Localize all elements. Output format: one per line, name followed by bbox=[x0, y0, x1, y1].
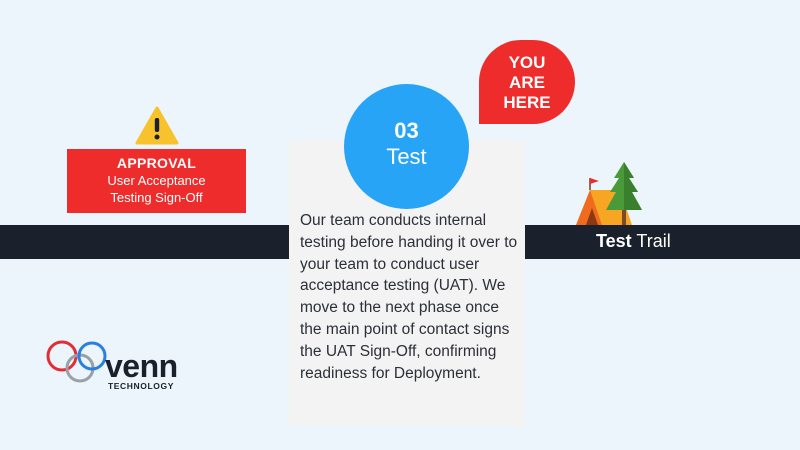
approval-box: APPROVAL User Acceptance Testing Sign-Of… bbox=[67, 149, 246, 213]
step-description: Our team conducts internal testing befor… bbox=[300, 212, 518, 382]
step-label: Test bbox=[386, 144, 427, 169]
trail-label: Test Trail bbox=[596, 229, 671, 253]
you-are-here-bubble: YOU ARE HERE bbox=[479, 40, 575, 124]
step-number: 03 bbox=[394, 118, 419, 143]
logo-word: venn bbox=[105, 348, 178, 384]
tent-tree-icon bbox=[576, 162, 642, 225]
here-line-3: HERE bbox=[503, 93, 551, 112]
step-circle: 03 Test bbox=[344, 84, 469, 209]
logo-subtitle: TECHNOLOGY bbox=[108, 381, 174, 391]
trail-label-normal: Trail bbox=[636, 231, 671, 251]
here-line-1: YOU bbox=[508, 53, 546, 72]
approval-line-1: User Acceptance bbox=[107, 173, 206, 188]
warning-icon bbox=[135, 106, 179, 145]
venn-rings-icon bbox=[46, 340, 107, 383]
here-line-2: ARE bbox=[509, 73, 545, 92]
approval-line-2: Testing Sign-Off bbox=[110, 190, 203, 205]
trail-label-bold: Test bbox=[596, 231, 632, 251]
approval-title: APPROVAL bbox=[116, 155, 197, 171]
